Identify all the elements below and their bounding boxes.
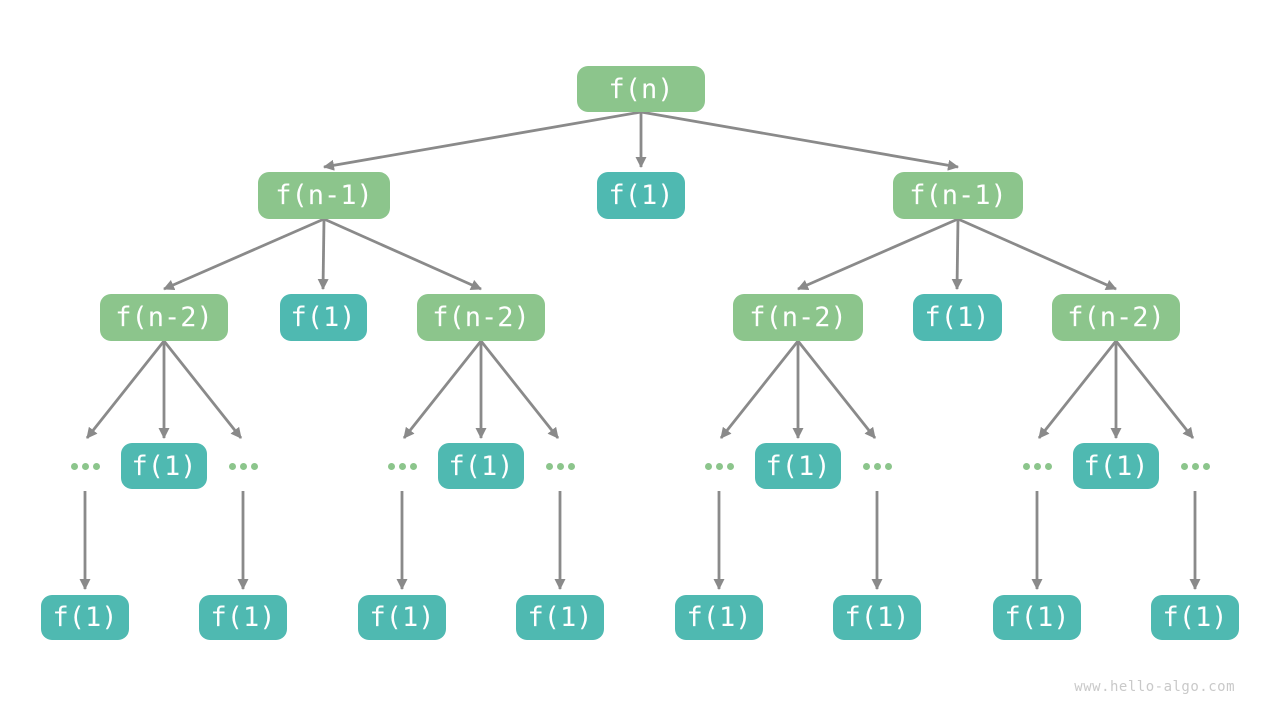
ellipsis-node xyxy=(1022,462,1052,470)
edge-arrow xyxy=(317,218,329,290)
edge-arrow xyxy=(951,218,963,290)
edge-arrow xyxy=(719,340,800,439)
ellipsis-dot xyxy=(81,462,89,470)
tree-node-f-n-1: f(n-1) xyxy=(258,171,390,219)
tree-node-f-1: f(1) xyxy=(516,594,604,640)
ellipsis-dot xyxy=(92,462,100,470)
ellipsis-dot xyxy=(884,462,892,470)
ellipsis-dot xyxy=(70,462,78,470)
ellipsis-dot xyxy=(250,462,258,470)
ellipsis-node xyxy=(387,462,417,470)
ellipsis-node xyxy=(228,462,258,470)
tree-node-f-1: f(1) xyxy=(675,594,763,640)
tree-node-f-1: f(1) xyxy=(597,171,685,219)
edge-arrow xyxy=(1037,340,1118,439)
edge-arrow xyxy=(957,217,1117,291)
ellipsis-dot xyxy=(239,462,247,470)
tree-node-f-1: f(1) xyxy=(199,594,287,640)
ellipsis-dot xyxy=(545,462,553,470)
tree-node-f-n-2: f(n-2) xyxy=(1052,293,1180,341)
ellipsis-node xyxy=(1180,462,1210,470)
tree-node-f-n-1: f(n-1) xyxy=(893,171,1023,219)
edge-arrow xyxy=(402,340,483,439)
edge-arrow xyxy=(162,340,243,439)
tree-node-f-n-2: f(n-2) xyxy=(417,293,545,341)
tree-node-f-1: f(1) xyxy=(755,443,841,489)
edge-arrow xyxy=(323,217,482,291)
ellipsis-dot xyxy=(862,462,870,470)
ellipsis-dot xyxy=(398,462,406,470)
tree-node-f-1: f(1) xyxy=(438,443,524,489)
edge-arrow xyxy=(85,340,166,439)
edge-arrow xyxy=(479,340,560,439)
ellipsis-dot xyxy=(409,462,417,470)
ellipsis-dot xyxy=(715,462,723,470)
ellipsis-dot xyxy=(726,462,734,470)
tree-node-f-n-2: f(n-2) xyxy=(733,293,863,341)
tree-node-f-1: f(1) xyxy=(41,594,129,640)
watermark: www.hello-algo.com xyxy=(1074,679,1235,695)
ellipsis-dot xyxy=(1022,462,1030,470)
ellipsis-dot xyxy=(556,462,564,470)
tree-node-f-1: f(1) xyxy=(358,594,446,640)
tree-node-f-1: f(1) xyxy=(1151,594,1239,640)
edge-arrow xyxy=(323,110,642,171)
edge-arrow xyxy=(163,217,325,291)
ellipsis-node xyxy=(70,462,100,470)
ellipsis-node xyxy=(862,462,892,470)
ellipsis-dot xyxy=(1191,462,1199,470)
ellipsis-node xyxy=(545,462,575,470)
ellipsis-dot xyxy=(1202,462,1210,470)
ellipsis-dot xyxy=(228,462,236,470)
tree-node-f-1: f(1) xyxy=(833,594,921,640)
tree-node-f-n-2: f(n-2) xyxy=(100,293,228,341)
ellipsis-dot xyxy=(1180,462,1188,470)
edge-arrow xyxy=(1114,340,1195,439)
ellipsis-dot xyxy=(1033,462,1041,470)
tree-node-f-1: f(1) xyxy=(121,443,207,489)
edge-arrow xyxy=(796,340,877,439)
tree-node-f-1: f(1) xyxy=(912,293,1002,341)
tree-node-f-n: f(n) xyxy=(577,66,705,112)
ellipsis-dot xyxy=(567,462,575,470)
tree-node-f-1: f(1) xyxy=(279,293,367,341)
edge-arrow xyxy=(640,110,959,171)
edge-arrow xyxy=(797,217,959,291)
ellipsis-dot xyxy=(704,462,712,470)
tree-node-f-1: f(1) xyxy=(1073,443,1159,489)
tree-node-f-1: f(1) xyxy=(993,594,1081,640)
ellipsis-node xyxy=(704,462,734,470)
ellipsis-dot xyxy=(387,462,395,470)
ellipsis-dot xyxy=(1044,462,1052,470)
ellipsis-dot xyxy=(873,462,881,470)
